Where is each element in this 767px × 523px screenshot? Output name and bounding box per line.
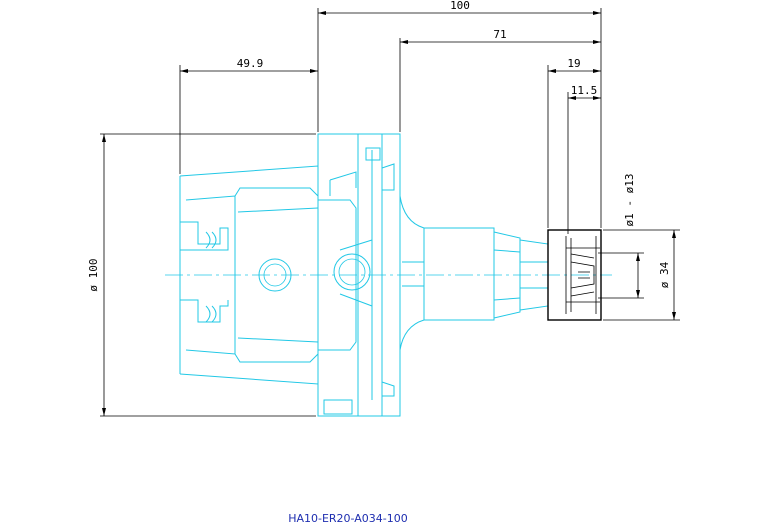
dim-taper-length: 49.9: [237, 57, 264, 70]
er-clamping-nut: [547, 229, 602, 321]
nut-outline: [547, 229, 602, 321]
drive-slot-top: [180, 221, 229, 251]
dim-flange-to-end: 71: [493, 28, 506, 41]
dim-flange-diameter: ø 100: [87, 258, 100, 291]
dimension-lines: [100, 8, 680, 417]
neck-body: [399, 195, 495, 351]
flange: [317, 133, 401, 417]
radial-hole: [333, 253, 371, 291]
part-number: HA10-ER20-A034-100: [288, 512, 408, 523]
dim-nut-diameter: ø 34: [658, 261, 671, 288]
dim-nut-length: 19: [567, 57, 580, 70]
dim-overall-length: 100: [450, 0, 470, 12]
coolant-hole: [258, 258, 292, 292]
tool-holder-outline: [165, 133, 612, 417]
dim-nut-inner: 11.5: [571, 84, 598, 97]
drive-slot-bottom: [180, 299, 229, 323]
dim-clamping-range: ø1 - ø13: [623, 174, 636, 227]
